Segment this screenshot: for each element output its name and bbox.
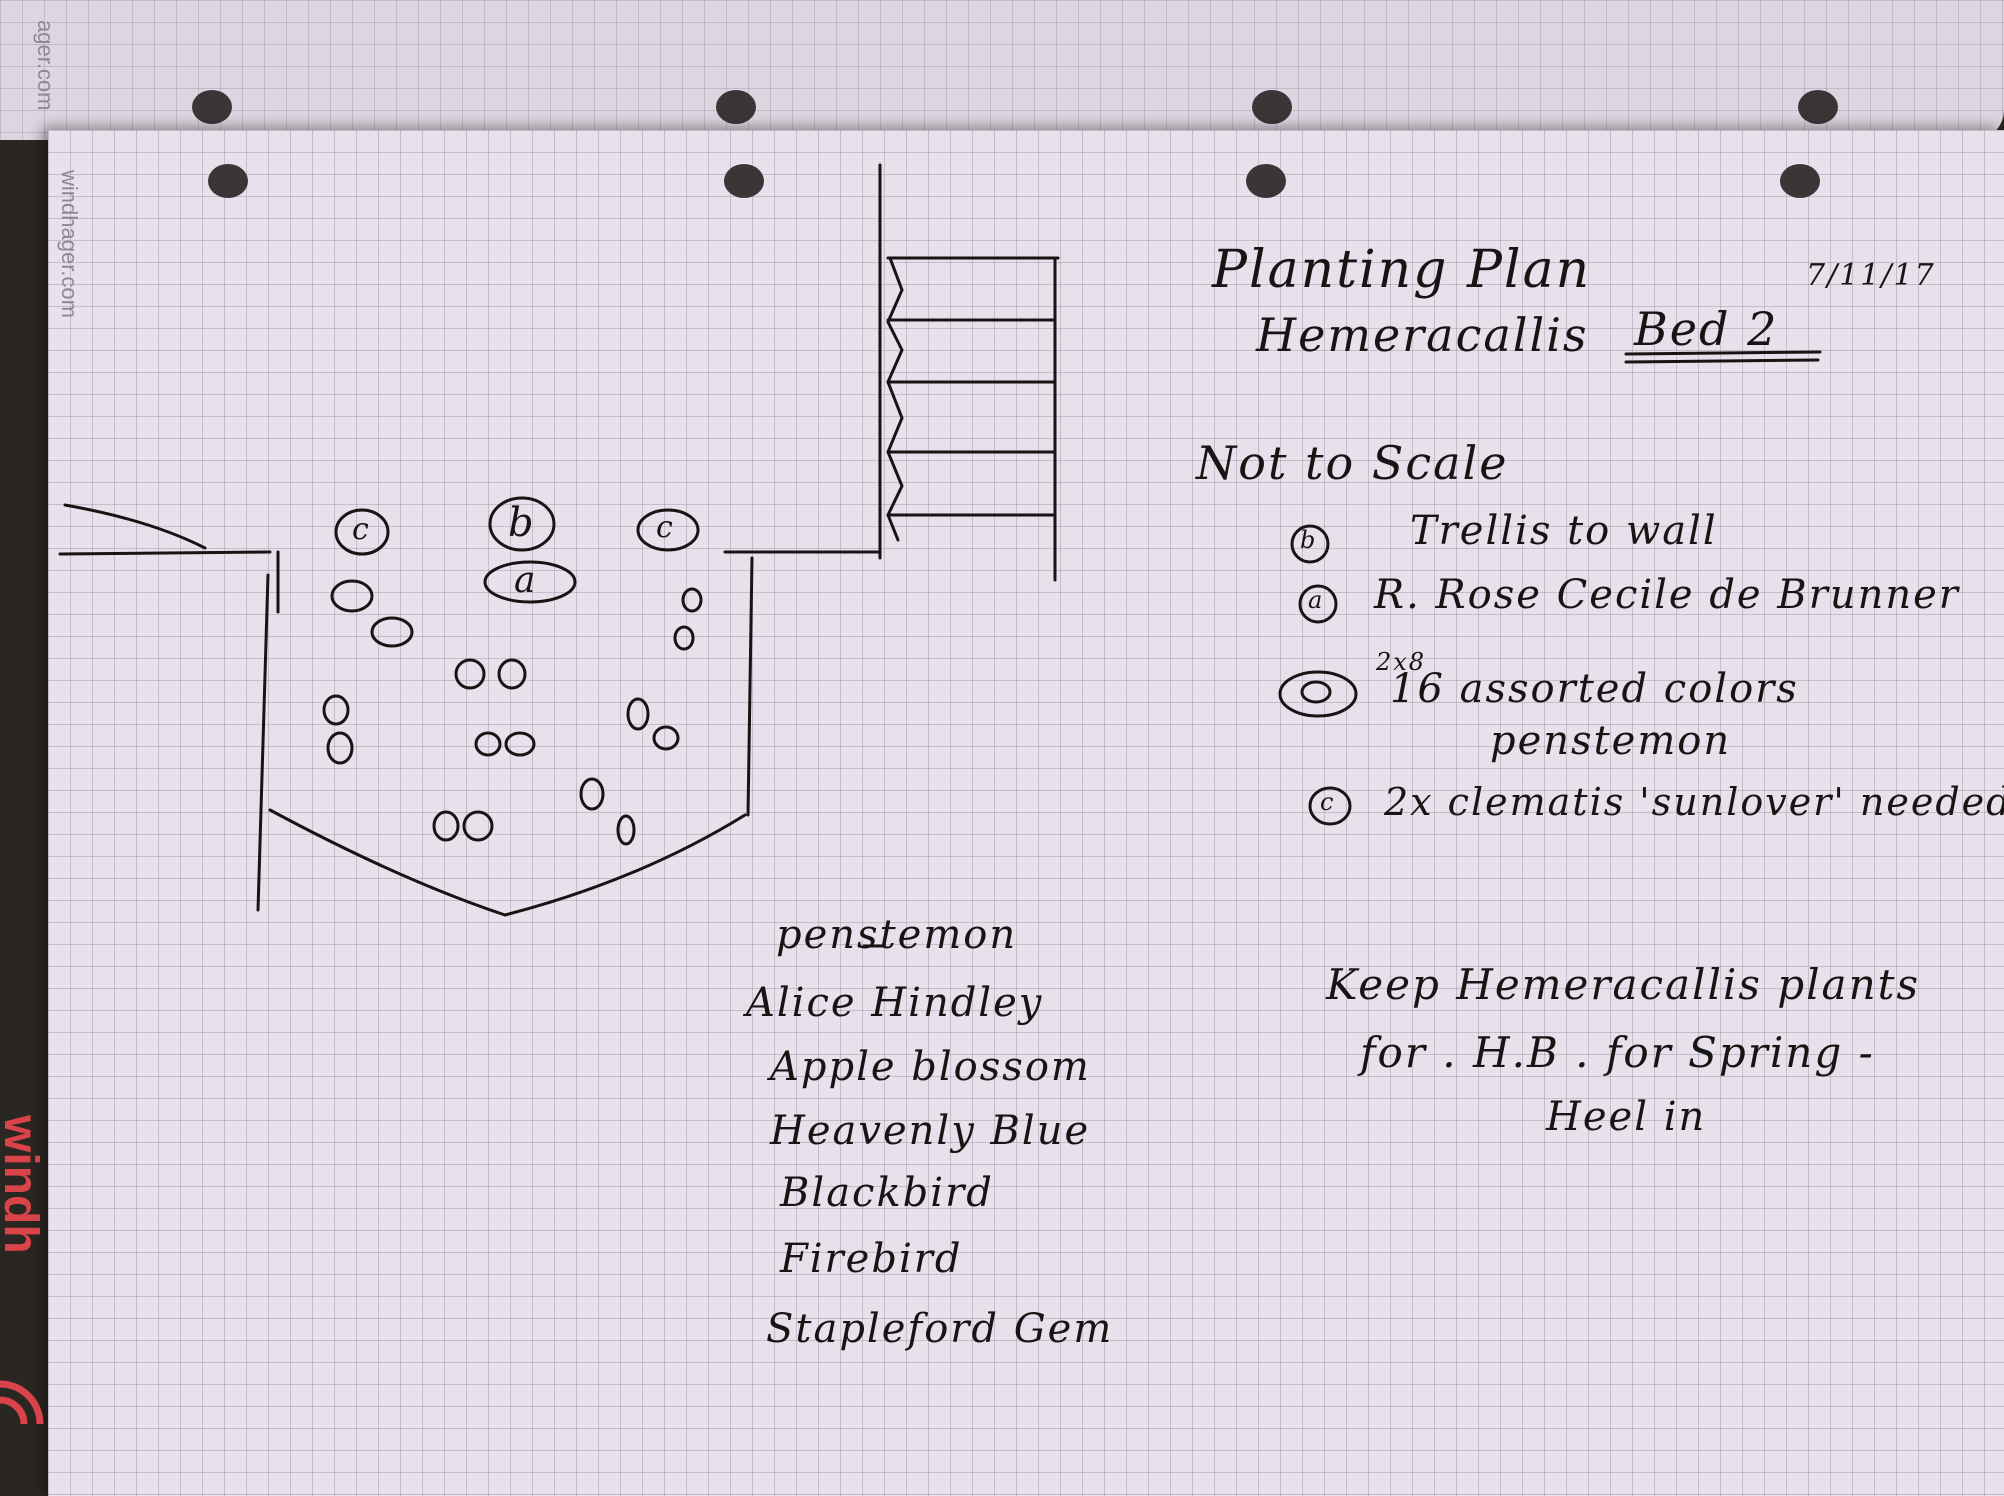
plant-list-item: Alice Hindley [746,980,1044,1026]
key-a-text: R. Rose Cecile de Brunner [1374,572,1960,618]
plant-circle [330,579,374,613]
plant-list-item: Apple blossom [770,1044,1091,1090]
bed-curve [268,808,747,917]
punch-hole [208,164,248,198]
key-o-text: 16 assorted colors [1390,666,1799,712]
key-b-text: Trellis to wall [1410,508,1718,554]
plan-date: 7/11/17 [1806,258,1936,293]
title-underline [1624,358,1820,364]
keep-note-line2: for . H.B . for Spring - [1360,1028,1875,1077]
plant-circle [326,731,354,765]
punch-hole [192,90,232,124]
key-marker-b-circle [1290,524,1330,564]
punch-hole [716,90,756,124]
plant-circle [504,731,536,757]
plant-list-item: Firebird [780,1236,963,1282]
plant-circle [474,731,502,757]
plant-list-heading: penstemon [776,912,1018,958]
key-marker-o-inner [1300,680,1332,704]
plant-circle [626,697,650,731]
punch-hole [1780,164,1820,198]
key-marker-c-letter: c [1320,788,1336,816]
bed-left-side [256,573,270,912]
plant-circle [579,777,605,811]
keep-note-line3: Heel in [1546,1094,1707,1140]
plan-subtitle-prefix: Hemeracallis [1256,308,1589,362]
rose-zigzag [886,256,904,542]
plant-circle [462,810,494,842]
key-marker-a-letter: a [1308,586,1325,614]
plant-circle [497,658,527,690]
plant-circle [616,814,636,846]
marker-c-left-circle [334,508,390,556]
brand-arc-icon [0,1380,44,1425]
plant-circle [673,625,695,651]
marker-b-circle [488,496,556,552]
plant-circle [370,616,414,648]
marker-b-label: b [508,500,536,546]
plant-list-item: Stapleford Gem [766,1306,1114,1352]
plant-circle [681,587,703,613]
bed-right-side [746,556,754,817]
punch-hole [724,164,764,198]
key-marker-c-circle [1308,786,1352,826]
marker-a-circle [483,560,577,604]
plant-circle [322,694,350,726]
plant-circle [454,658,486,690]
front-notebook-page: windhager.com windh [0,130,2004,1496]
plant-circle [432,810,460,842]
marker-c-left-label: c [352,512,371,547]
marker-a-label: a [514,560,538,601]
keep-note-line1: Keep Hemeracallis plants [1326,960,1921,1009]
back-notebook-page: ager.com [0,0,2004,140]
plant-list-item: Heavenly Blue [770,1108,1091,1154]
key-marker-a-circle [1298,584,1338,624]
punch-hole [1246,164,1286,198]
slope-curve [63,503,207,550]
key-c-text: 2x clematis 'sunlover' needed [1384,780,2004,824]
title-underline [1624,350,1822,356]
plant-circle [652,725,680,751]
scale-note: Not to Scale [1196,436,1509,490]
key-o-superscript: 2x8 [1376,648,1427,676]
punch-hole [1798,90,1838,124]
plan-title: Planting Plan [1212,240,1592,300]
plant-list-item: Blackbird [780,1170,994,1216]
key-marker-o-circle [1278,670,1358,718]
ground-line [58,550,272,556]
punch-hole [1252,90,1292,124]
marker-c-right-circle [636,508,700,552]
marker-c-right-label: c [656,510,675,545]
plan-subtitle-bed: Bed 2 [1634,302,1779,356]
key-o-text-2: penstemon [1490,718,1732,764]
key-marker-b-letter: b [1300,526,1318,554]
